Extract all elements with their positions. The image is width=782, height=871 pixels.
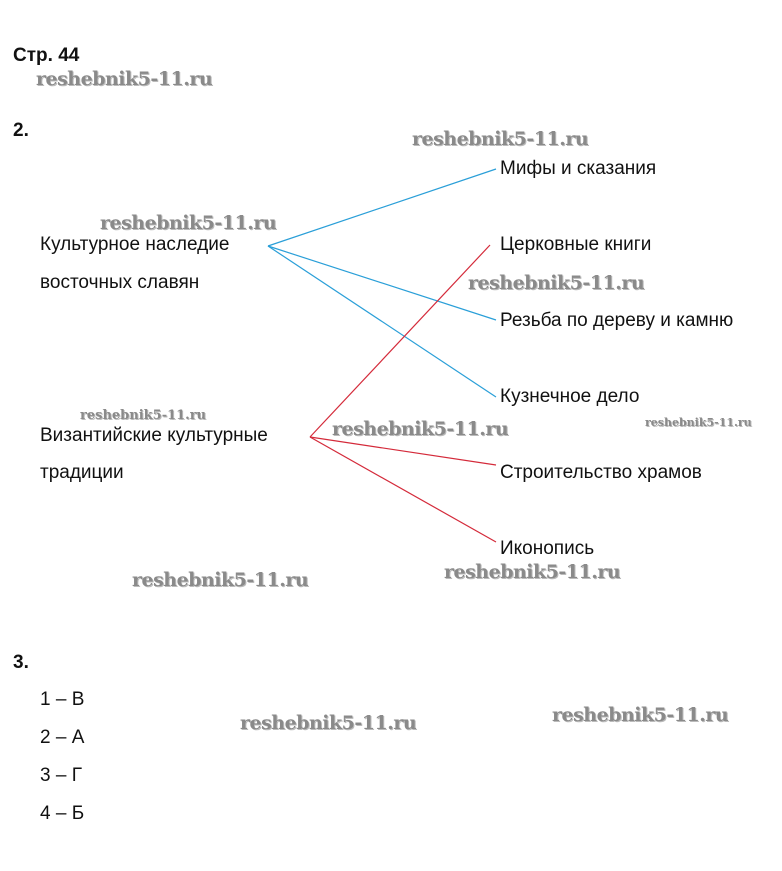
connection-line: [267, 245, 497, 321]
right-item: Иконопись: [500, 538, 595, 559]
connection-line: [267, 168, 497, 247]
left-item-2-line2: традиции: [40, 462, 124, 483]
left-item-2-line1: Византийские культурные: [40, 425, 268, 446]
connection-line: [309, 244, 491, 438]
right-item: Строительство храмов: [500, 462, 702, 483]
answer-item: 1 – В: [40, 689, 85, 710]
watermark: reshebnik5-11.ru: [100, 212, 277, 234]
right-item: Церковные книги: [500, 234, 652, 255]
answer-item: 3 – Г: [40, 765, 82, 786]
watermark: reshebnik5-11.ru: [412, 128, 589, 150]
watermark: reshebnik5-11.ru: [468, 272, 645, 294]
answer-item: 4 – Б: [40, 803, 85, 824]
answer-item: 2 – А: [40, 727, 85, 748]
connection-line: [309, 436, 497, 466]
task-2-number: 2.: [13, 120, 29, 141]
connection-line: [309, 436, 497, 543]
watermark: reshebnik5-11.ru: [332, 418, 509, 440]
right-item: Резьба по дереву и камню: [500, 310, 734, 331]
watermark: reshebnik5-11.ru: [645, 416, 752, 429]
left-item-1-line1: Культурное наследие: [40, 234, 230, 255]
watermark: reshebnik5-11.ru: [36, 68, 213, 90]
task-3-number: 3.: [13, 652, 29, 673]
watermark: reshebnik5-11.ru: [444, 561, 621, 583]
watermark: reshebnik5-11.ru: [552, 704, 729, 726]
connection-line: [267, 245, 497, 398]
right-item: Кузнечное дело: [500, 386, 640, 407]
watermark: reshebnik5-11.ru: [132, 569, 309, 591]
watermark: reshebnik5-11.ru: [240, 712, 417, 734]
left-item-1-line2: восточных славян: [40, 272, 200, 293]
watermark: reshebnik5-11.ru: [80, 408, 207, 423]
page-label: Стр. 44: [13, 45, 80, 66]
right-item: Мифы и сказания: [500, 158, 657, 179]
